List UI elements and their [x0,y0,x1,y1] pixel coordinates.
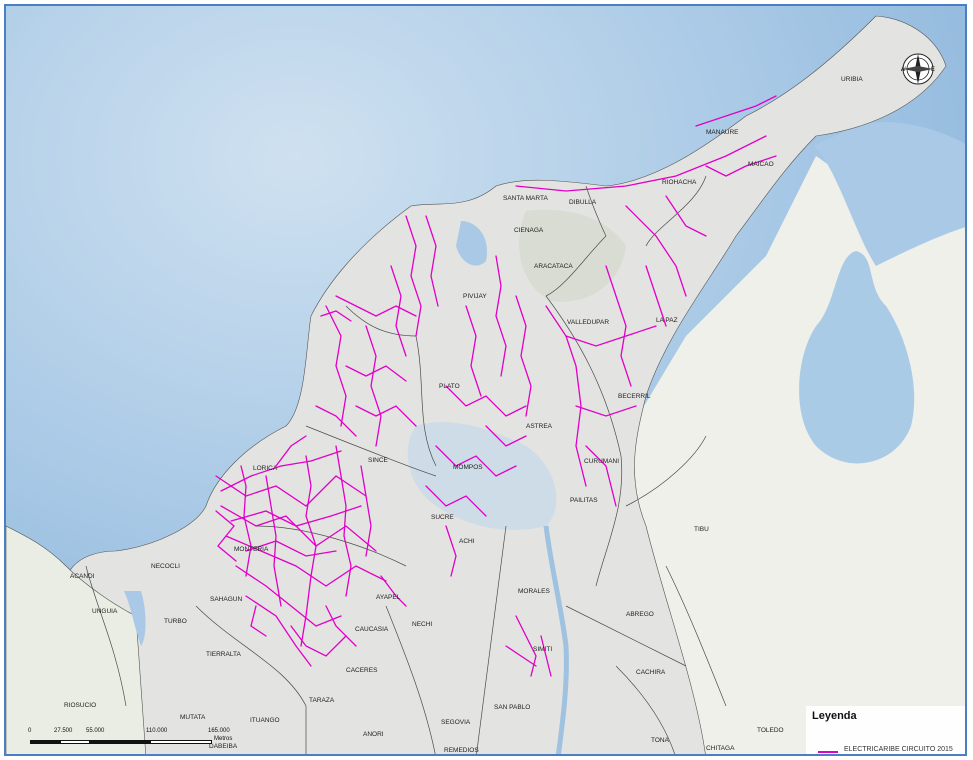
map-canvas: URIBIA MANAURE MAICAO RIOHACHA SANTA MAR… [6,6,965,754]
place-label: LORICA [253,465,278,472]
scale-label-0: 0 [28,728,32,734]
place-label: ASTREA [526,423,553,430]
place-label: ANORI [363,731,384,738]
scale-label-3: 110.000 [146,728,168,734]
place-label: MANAURE [706,129,739,136]
place-label: ACANDI [70,573,95,580]
place-label: NECHI [412,621,432,628]
place-label: DABEIBA [209,743,238,750]
place-label: MUTATA [180,714,206,721]
gulf-venezuela [814,122,965,266]
place-label: CURUMANI [584,458,619,465]
colombia-land [63,15,947,754]
place-label: SAN PABLO [494,704,530,711]
gulf-uraba [124,591,146,646]
map-legend: Leyenda ELECTRICARIBE CIRCUITO 2015 [806,706,965,754]
place-label: AYAPEL [376,594,401,601]
sierra-nevada [519,209,626,302]
place-label: SIMITI [533,646,552,653]
place-label: SEGOVIA [441,719,471,726]
map-frame: URIBIA MANAURE MAICAO RIOHACHA SANTA MAR… [4,4,967,756]
scale-unit: Metros [214,736,233,742]
legend-line-swatch [818,751,838,753]
place-label: TURBO [164,618,187,625]
north-arrow-compass: W E [900,52,935,86]
scale-label-4: 165.000 [208,728,230,734]
place-label: LA PAZ [656,317,678,324]
mompox-wetlands [407,422,557,530]
compass-west: W [901,67,906,73]
place-label: SUCRE [431,514,454,521]
scale-segment [90,740,150,744]
place-label: MONTERIA [234,546,269,553]
place-label: MOMPOS [453,464,483,471]
place-label: REMEDIOS [444,747,479,754]
place-label: MORALES [518,588,550,595]
lake-maracaibo [799,251,915,464]
place-label: ACHI [459,538,475,545]
scale-label-2: 55.000 [86,728,105,734]
place-label: ITUANGO [250,717,280,724]
place-labels: URIBIA MANAURE MAICAO RIOHACHA SANTA MAR… [64,76,863,754]
place-label: ARACATACA [534,263,573,270]
magdalena-river-south [543,525,569,754]
place-label: CHITAGA [706,745,735,752]
place-label: TOLEDO [757,727,784,734]
place-label: CACHIRA [636,669,666,676]
place-label: CACERES [346,667,378,674]
electricaribe-network [215,95,777,677]
scale-segment [150,740,212,744]
compass-rose-icon: W E [900,53,935,85]
place-label: TIBU [694,526,709,533]
compass-east: E [931,67,935,73]
place-label: RIOSUCIO [64,702,96,709]
place-label: PLATO [439,383,460,390]
place-label: SANTA MARTA [503,195,548,202]
place-label: MAICAO [748,161,774,168]
cienaga-grande [456,221,487,266]
scale-label-1: 27.500 [54,728,73,734]
place-label: TONA [651,737,670,744]
place-label: URIBIA [841,76,863,83]
place-label: VALLEDUPAR [567,319,609,326]
place-label: SINCE [368,457,389,464]
scale-segment [30,740,60,744]
legend-item-label: ELECTRICARIBE CIRCUITO 2015 [844,746,953,753]
place-label: NECOCLI [151,563,180,570]
place-label: DIBULLA [569,199,597,206]
place-label: UNGUIA [92,608,118,615]
place-label: ABREGO [626,611,654,618]
place-label: BECERRIL [618,393,651,400]
place-label: RIOHACHA [662,179,697,186]
place-label: PIVIJAY [463,293,487,300]
scale-segment [60,740,90,744]
place-label: SAHAGUN [210,596,242,603]
legend-title: Leyenda [812,710,857,722]
scale-bar: 0 27.500 55.000 110.000 165.000 Metros [28,714,288,748]
place-label: CAUCASIA [355,626,389,633]
place-label: TIERRALTA [206,651,241,658]
place-label: CIENAGA [514,227,544,234]
place-label: TARAZA [309,697,335,704]
place-label: PAILITAS [570,497,598,504]
